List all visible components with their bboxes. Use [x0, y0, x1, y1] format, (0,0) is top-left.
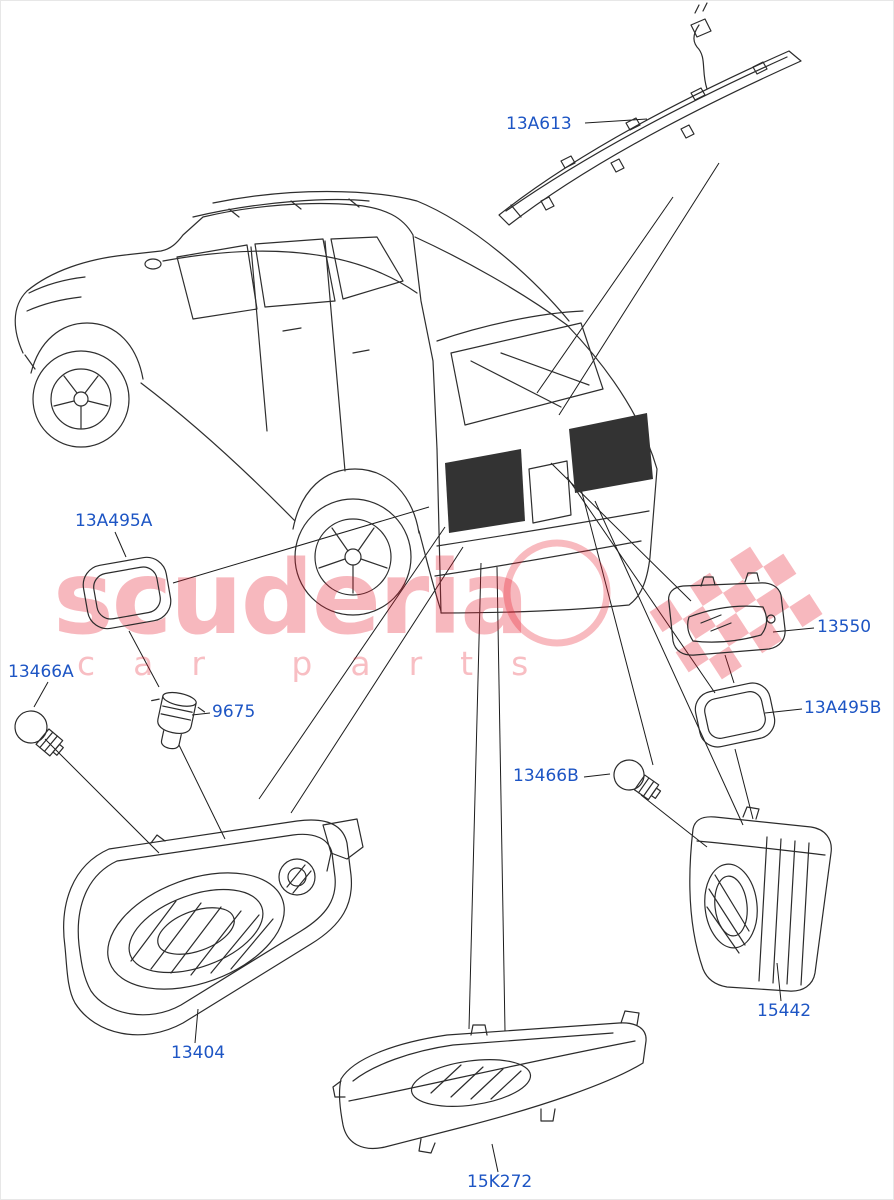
rear-face-edge [436, 324, 658, 614]
body-outline [14, 202, 438, 450]
part-label-13A613[interactable]: 13A613 [506, 114, 572, 134]
rear-window [450, 322, 604, 426]
part-drawing-9675 [151, 691, 206, 750]
part-label-13550[interactable]: 13550 [817, 617, 872, 637]
part-label-13404[interactable]: 13404 [171, 1043, 226, 1063]
door-lines [162, 240, 418, 472]
stop-lamp-wire [693, 24, 708, 90]
stop-lamp-connector [690, 2, 712, 38]
part-label-9675[interactable]: 9675 [212, 702, 256, 722]
roof-rails [192, 190, 570, 322]
part-drawing-13466A [14, 710, 64, 757]
part-drawing-13466B [613, 759, 662, 801]
watermark-brand-text: scuderia [53, 539, 527, 658]
part-drawing-13404 [63, 818, 364, 1036]
part-label-13466A[interactable]: 13466A [8, 662, 74, 682]
part-drawing-15442 [689, 806, 832, 992]
watermark-logo-ring [503, 539, 611, 647]
leader-lines [33, 118, 815, 1173]
vehicle-tail-lamp-right [569, 413, 653, 493]
mirror [144, 258, 162, 270]
front-detail [26, 276, 86, 312]
vehicle-tail-lamp-left [445, 449, 525, 533]
watermark-tagline-text: car parts [77, 644, 566, 683]
roof-rear-edge [414, 236, 568, 326]
part-label-13A495A[interactable]: 13A495A [75, 511, 153, 531]
spoiler-line [436, 310, 584, 342]
part-label-13A495B[interactable]: 13A495B [804, 698, 882, 718]
plate-recess [528, 460, 572, 524]
rear-bumper-lines [434, 510, 650, 577]
rear-wheel [294, 498, 412, 616]
front-wheel [32, 350, 130, 448]
part-label-15K272[interactable]: 15K272 [467, 1172, 533, 1192]
part-label-13466B[interactable]: 13466B [513, 766, 579, 786]
watermark: scuderia car parts [53, 539, 823, 683]
wheel-arches [24, 322, 442, 612]
part-drawing-13A495B [694, 682, 776, 748]
side-windows [176, 236, 404, 320]
part-drawing-13A495A [82, 556, 172, 630]
part-drawing-13550 [668, 572, 786, 656]
part-drawing-15K272 [332, 1010, 647, 1154]
part-label-15442[interactable]: 15442 [757, 1001, 812, 1021]
checkered-flag-pattern [649, 546, 823, 680]
vehicle-illustration [14, 190, 658, 616]
part-drawing-13A613 [498, 2, 802, 226]
